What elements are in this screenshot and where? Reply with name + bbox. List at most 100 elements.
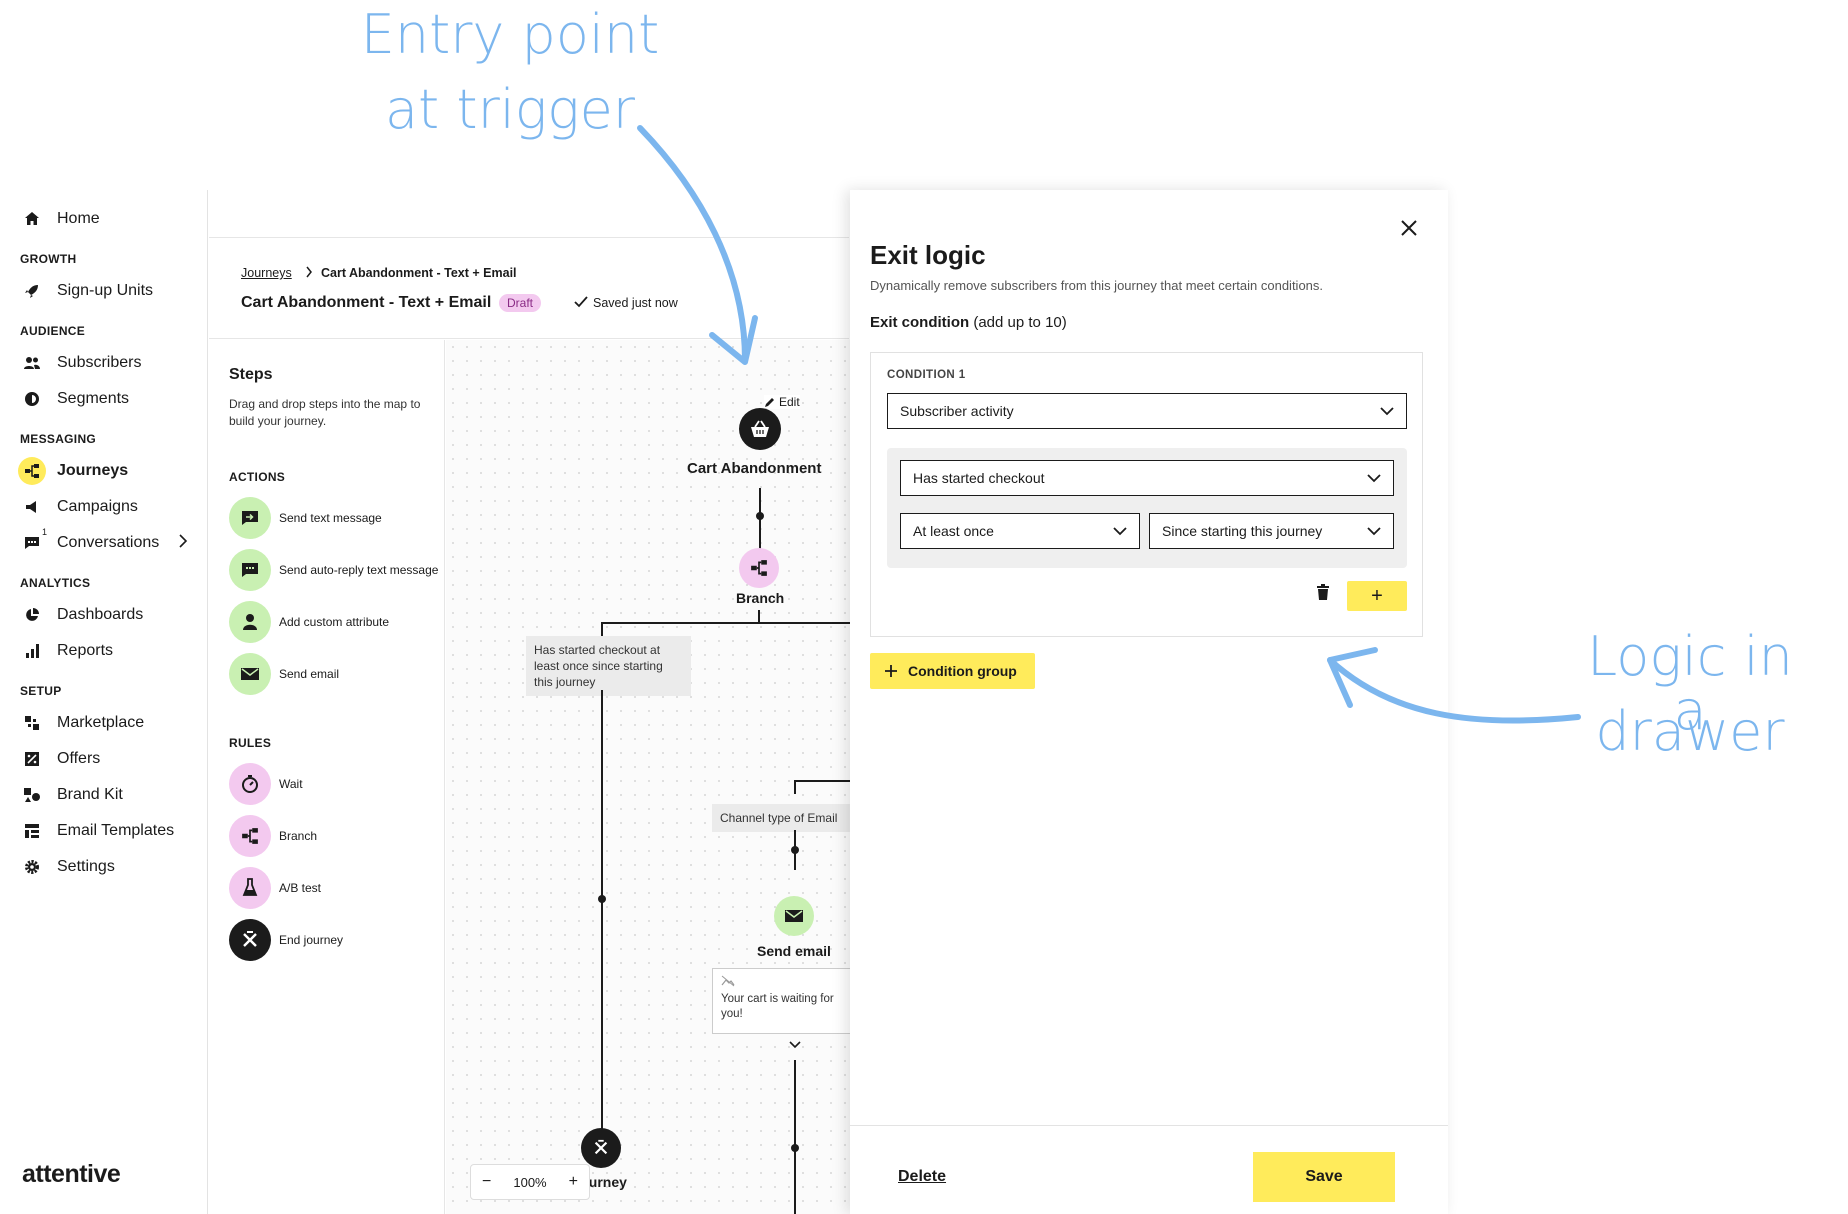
sidebar-section-audience: AUDIENCE	[20, 324, 86, 338]
annotation-entry-line2: at trigger	[384, 78, 636, 141]
condition-type-select[interactable]: Subscriber activity	[887, 393, 1407, 429]
sidebar-item-campaigns[interactable]: Campaigns	[18, 492, 138, 522]
delete-button[interactable]: Delete	[898, 1168, 947, 1185]
breadcrumb-journeys-link[interactable]: Journeys	[241, 266, 292, 280]
chevron-down-icon	[1367, 526, 1381, 535]
sidebar-item-label: Journeys	[57, 462, 129, 479]
drawer-description: Dynamically remove subscribers from this…	[870, 278, 1324, 293]
trigger-node[interactable]	[739, 408, 781, 450]
users-icon	[18, 349, 46, 377]
exit-condition-note: (add up to 10)	[973, 314, 1067, 331]
exit-logic-drawer: Exit logic Dynamically remove subscriber…	[850, 190, 1448, 1214]
end-journey-icon	[229, 919, 271, 961]
chevron-right-icon	[305, 266, 313, 281]
sidebar-item-label: Conversations	[57, 534, 160, 551]
envelope-icon	[229, 653, 271, 695]
close-button[interactable]	[1395, 214, 1423, 242]
percent-icon	[18, 745, 46, 773]
step-label: Send text message	[279, 511, 382, 525]
actions-heading: ACTIONS	[229, 470, 286, 484]
check-icon	[574, 296, 588, 308]
sidebar-item-label: Marketplace	[57, 714, 145, 731]
edge	[758, 610, 760, 622]
step-label: A/B test	[279, 881, 322, 895]
top-bar	[209, 190, 849, 238]
sidebar-item-email-templates[interactable]: Email Templates	[18, 816, 174, 846]
add-condition-button[interactable]: +	[1347, 581, 1407, 611]
step-branch[interactable]: Branch	[229, 815, 439, 857]
edge-dot	[791, 846, 799, 854]
step-send-email[interactable]: Send email	[229, 653, 439, 695]
flask-icon	[229, 867, 271, 909]
edge-dot	[791, 1144, 799, 1152]
sidebar-item-subscribers[interactable]: Subscribers	[18, 348, 141, 378]
step-wait[interactable]: Wait	[229, 763, 439, 805]
sidebar-item-home[interactable]: Home	[18, 204, 100, 234]
annotation-entry-line1: Entry point	[360, 3, 660, 66]
sidebar-item-label: Subscribers	[57, 354, 142, 371]
step-ab-test[interactable]: A/B test	[229, 867, 439, 909]
sidebar-item-segments[interactable]: Segments	[18, 384, 129, 414]
branch-condition-box[interactable]: Has started checkout at least once since…	[526, 636, 691, 696]
edge	[601, 690, 603, 1130]
branch-node[interactable]	[739, 548, 779, 588]
envelope-icon	[785, 910, 803, 922]
plus-icon	[885, 665, 897, 677]
send-email-node[interactable]	[774, 896, 814, 936]
sidebar-section-setup: SETUP	[20, 684, 62, 698]
journey-canvas[interactable]: Edit Cart Abandonment Branch Has started…	[446, 340, 850, 1214]
exit-condition-heading: Exit condition (add up to 10)	[870, 314, 1067, 331]
branch-icon	[229, 815, 271, 857]
chevron-down-icon	[1113, 526, 1127, 535]
frequency-select[interactable]: At least once	[900, 513, 1140, 549]
sidebar-item-journeys[interactable]: Journeys	[18, 456, 128, 486]
email-preview-card[interactable]: Your cart is waiting for you!	[712, 968, 850, 1034]
step-label: Add custom attribute	[279, 615, 390, 629]
step-auto-reply[interactable]: Send auto-reply text message	[229, 549, 439, 591]
template-icon	[18, 817, 46, 845]
step-end-journey[interactable]: End journey	[229, 919, 439, 961]
sidebar-item-label: Reports	[57, 642, 114, 659]
chevron-right-icon[interactable]	[178, 534, 188, 553]
annotation-drawer-line2: drawer	[1595, 700, 1785, 763]
sidebar-item-conversations[interactable]: 1 Conversations	[18, 527, 160, 558]
page-title: Cart Abandonment - Text + Email	[241, 294, 492, 311]
select-value: Subscriber activity	[900, 403, 1014, 419]
edit-trigger-button[interactable]: Edit	[764, 395, 800, 409]
branch-icon	[751, 560, 767, 576]
sidebar-item-marketplace[interactable]: Marketplace	[18, 708, 144, 738]
sidebar-item-settings[interactable]: Settings	[18, 852, 115, 882]
sidebar-item-brand-kit[interactable]: Brand Kit	[18, 780, 123, 810]
journeys-icon	[18, 457, 46, 485]
annotation-drawer-line1: Logic in a	[1587, 625, 1793, 742]
delete-condition-button[interactable]	[1316, 583, 1336, 607]
channel-condition-box[interactable]: Channel type of Email	[712, 804, 850, 832]
send-email-label: Send email	[757, 943, 831, 959]
chevron-down-icon[interactable]	[788, 1040, 802, 1050]
step-send-text[interactable]: Send text message	[229, 497, 439, 539]
end-journey-node[interactable]	[581, 1128, 621, 1168]
event-select[interactable]: Has started checkout	[900, 460, 1394, 496]
zoom-in-button[interactable]: +	[568, 1173, 578, 1190]
step-custom-attribute[interactable]: Add custom attribute	[229, 601, 439, 643]
sidebar-item-dashboards[interactable]: Dashboards	[18, 600, 143, 630]
email-preview-text: Your cart is waiting for you!	[721, 993, 834, 1020]
zoom-out-button[interactable]: −	[482, 1173, 492, 1190]
edge	[794, 780, 796, 794]
annotation-entry-point: Entry point at trigger	[330, 8, 690, 158]
add-condition-group-button[interactable]: Condition group	[870, 653, 1035, 689]
save-button[interactable]: Save	[1253, 1152, 1395, 1202]
edge	[601, 622, 850, 624]
zoom-level: 100%	[513, 1174, 547, 1190]
auto-reply-icon	[229, 549, 271, 591]
conversations-badge: 1	[42, 527, 48, 537]
sidebar-item-offers[interactable]: Offers	[18, 744, 100, 774]
sidebar-item-signup-units[interactable]: Sign-up Units	[18, 276, 153, 306]
status-badge: Draft	[499, 294, 542, 312]
rocket-icon	[18, 277, 46, 305]
drawer-footer-divider	[850, 1125, 1448, 1126]
home-icon	[18, 205, 46, 233]
rules-heading: RULES	[229, 736, 272, 750]
time-window-select[interactable]: Since starting this journey	[1149, 513, 1394, 549]
sidebar-item-reports[interactable]: Reports	[18, 636, 113, 666]
